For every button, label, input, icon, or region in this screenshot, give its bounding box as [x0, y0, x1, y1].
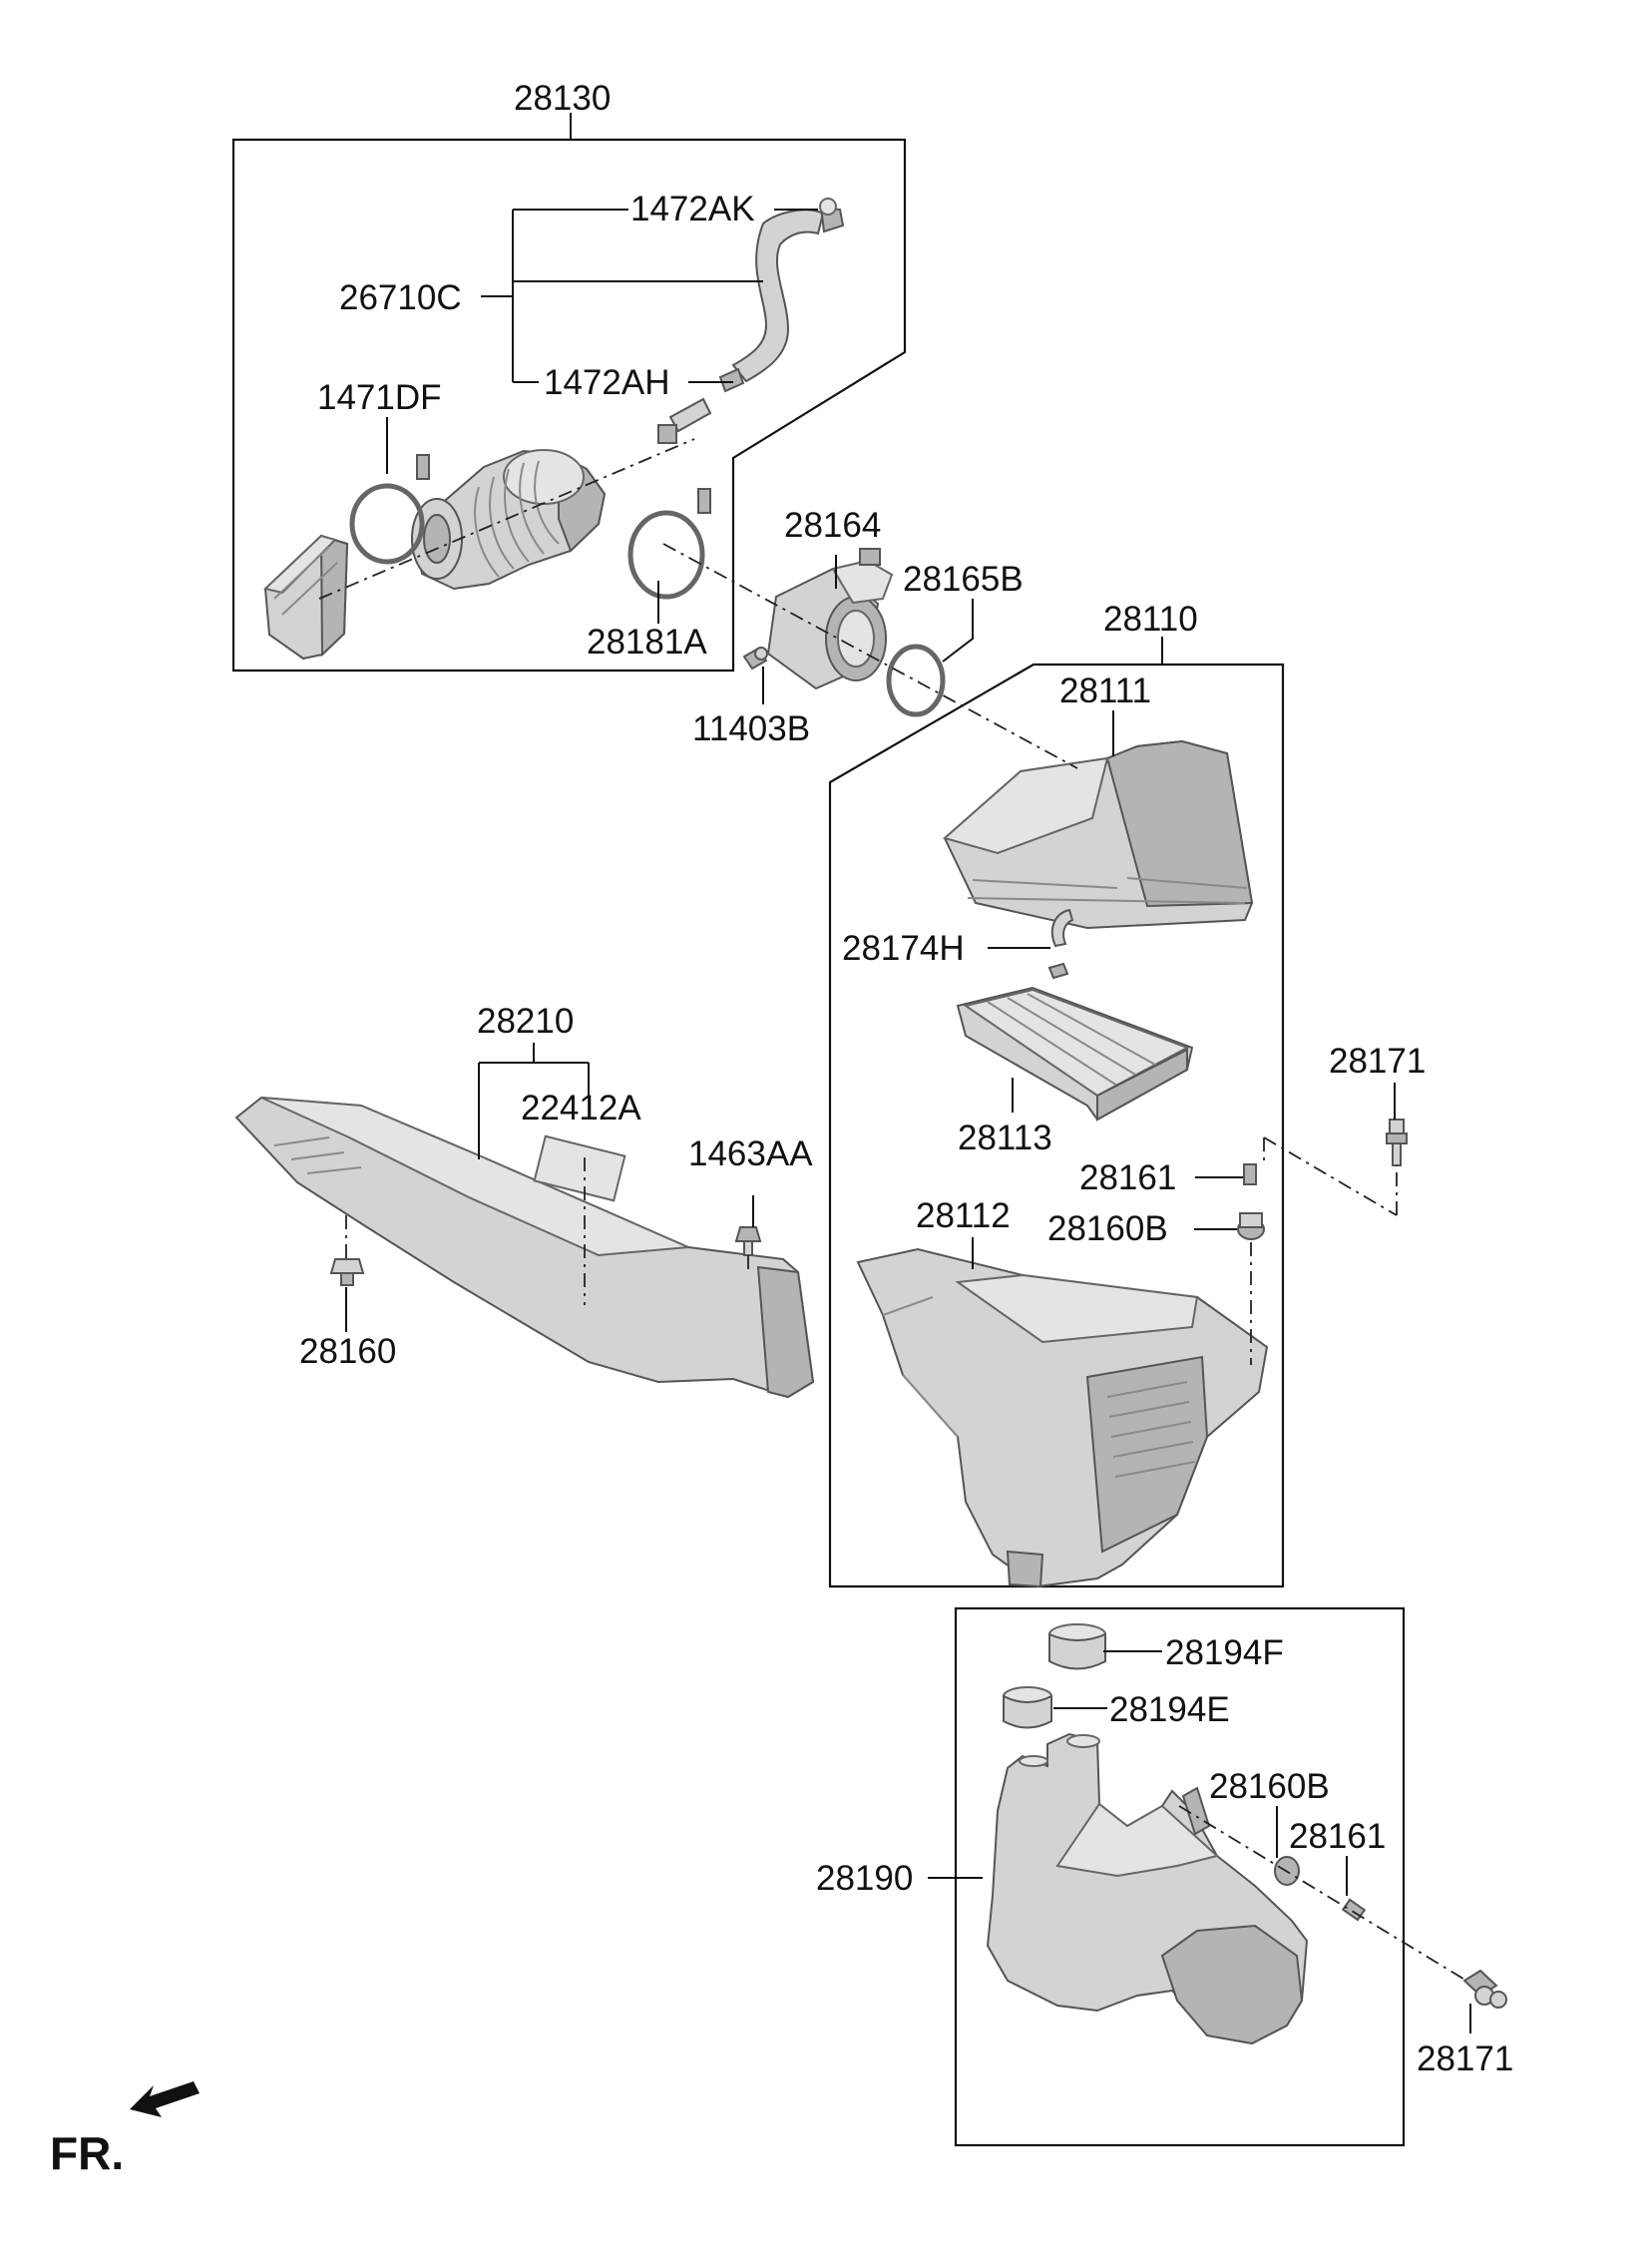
air-cleaner-cover-28111 — [942, 739, 1254, 930]
resonator-28190 — [986, 1732, 1309, 2045]
label-1463AA[interactable]: 1463AA — [688, 1134, 813, 1173]
sensor-screw-11403B — [742, 647, 768, 671]
collar-28194E — [1003, 1686, 1052, 1729]
label-28194F[interactable]: 28194F — [1165, 1633, 1284, 1672]
label-22412A[interactable]: 22412A — [521, 1089, 641, 1128]
front-direction-arrow-icon — [130, 2081, 200, 2117]
label-1472AH[interactable]: 1472AH — [544, 363, 669, 402]
part-labels: 28130 1472AK 26710C 1472AH 1471DF 28181A… — [299, 79, 1513, 2078]
label-28160B-lower[interactable]: 28160B — [1209, 1767, 1330, 1806]
maf-sensor-28164 — [766, 548, 894, 690]
label-28130[interactable]: 28130 — [514, 79, 611, 118]
label-28113[interactable]: 28113 — [958, 1119, 1052, 1157]
bolt-28161-upper — [1243, 1163, 1257, 1185]
grommet-28160B-upper — [1237, 1212, 1265, 1240]
fastener-1463AA — [734, 1226, 762, 1256]
front-direction-indicator: FR. — [50, 2081, 200, 2179]
label-26710C[interactable]: 26710C — [339, 278, 462, 317]
air-intake-duct — [262, 534, 349, 661]
label-1472AK[interactable]: 1472AK — [630, 190, 755, 228]
label-28161-upper[interactable]: 28161 — [1079, 1158, 1176, 1197]
label-28160[interactable]: 28160 — [299, 1332, 396, 1371]
label-11403B[interactable]: 11403B — [692, 709, 810, 748]
label-1471DF[interactable]: 1471DF — [317, 378, 442, 417]
hose-clamp-28181A — [627, 488, 711, 600]
leader-lines — [345, 113, 1471, 2033]
intake-hose — [411, 449, 607, 591]
air-cleaner-body-28112 — [856, 1247, 1269, 1588]
label-28190[interactable]: 28190 — [816, 1859, 913, 1898]
label-28210[interactable]: 28210 — [477, 1002, 574, 1041]
hose-clamp-1471DF — [349, 454, 430, 565]
label-28111[interactable]: 28111 — [1059, 672, 1151, 710]
label-28112[interactable]: 28112 — [916, 1196, 1011, 1235]
label-28161-lower[interactable]: 28161 — [1289, 1817, 1386, 1856]
air-guide-duct-28210 — [234, 1096, 815, 1399]
clip-28174H — [1047, 908, 1074, 980]
label-28194E[interactable]: 28194E — [1109, 1690, 1230, 1729]
label-28181A[interactable]: 28181A — [587, 623, 707, 662]
sensor-seal-28165B — [886, 644, 946, 717]
label-28171-upper[interactable]: 28171 — [1329, 1042, 1426, 1081]
label-28164[interactable]: 28164 — [784, 506, 881, 545]
breather-hose-26710C — [657, 198, 845, 444]
label-28174H[interactable]: 28174H — [842, 929, 965, 968]
front-direction-label: FR. — [50, 2127, 124, 2179]
assembly-centerlines — [318, 438, 1467, 1982]
bolt-28171-lower — [1462, 1969, 1507, 2009]
grommet-28160 — [329, 1258, 365, 1286]
collar-28194F — [1048, 1623, 1106, 1670]
label-28160B-upper[interactable]: 28160B — [1047, 1209, 1168, 1248]
frame-28130 — [231, 138, 907, 673]
frame-28110 — [828, 663, 1285, 1588]
air-filter-element-28113 — [956, 986, 1194, 1122]
label-28165B[interactable]: 28165B — [903, 560, 1024, 599]
label-28171-lower[interactable]: 28171 — [1417, 2039, 1513, 2078]
bolt-28171-upper — [1386, 1119, 1408, 1166]
label-28110[interactable]: 28110 — [1103, 600, 1198, 639]
